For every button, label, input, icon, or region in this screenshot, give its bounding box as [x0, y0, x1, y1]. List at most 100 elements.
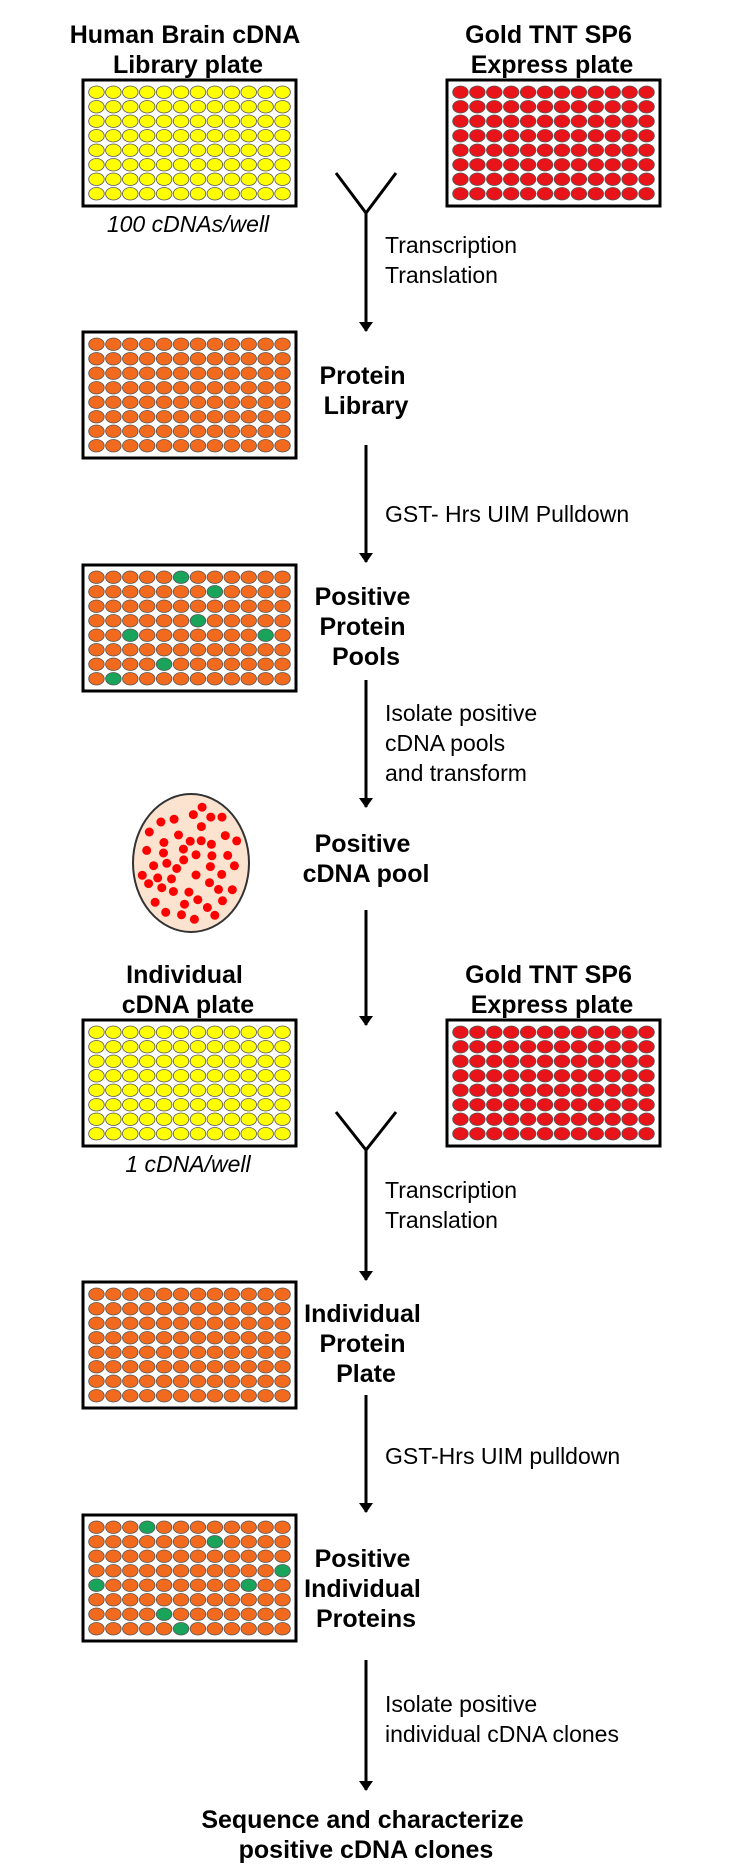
colony [229, 861, 239, 871]
well [105, 129, 122, 143]
well [604, 129, 621, 143]
well [155, 614, 173, 628]
well [189, 114, 207, 128]
well [122, 1520, 139, 1534]
well [621, 129, 638, 143]
well [122, 1374, 139, 1388]
well [452, 1098, 469, 1112]
well [621, 1098, 638, 1112]
well [223, 129, 240, 143]
well [257, 1316, 274, 1330]
well [274, 585, 291, 599]
well [503, 143, 520, 157]
well [604, 1054, 621, 1068]
well [223, 1360, 240, 1374]
well [139, 366, 156, 380]
well [519, 143, 537, 157]
well [223, 172, 240, 186]
well [240, 158, 257, 172]
well [452, 1040, 469, 1054]
well [604, 1127, 621, 1141]
well [274, 1607, 291, 1621]
colony [206, 812, 216, 822]
well [257, 114, 274, 128]
well [105, 1564, 122, 1578]
well [206, 614, 224, 628]
well [257, 657, 274, 671]
well [139, 129, 156, 143]
positive-well [240, 1578, 257, 1592]
well [189, 1302, 207, 1316]
well [172, 1593, 190, 1607]
well [88, 1287, 105, 1301]
well [105, 1127, 122, 1141]
well [587, 85, 604, 99]
well [536, 1112, 554, 1126]
well [223, 1025, 240, 1039]
well [122, 672, 139, 686]
well [88, 1622, 105, 1636]
positive-well [155, 1607, 173, 1621]
well [88, 585, 105, 599]
well [139, 570, 156, 584]
well [587, 129, 604, 143]
well [621, 1127, 638, 1141]
well [240, 352, 257, 366]
well [189, 337, 207, 351]
well [139, 599, 156, 613]
well [206, 1287, 224, 1301]
well [105, 1520, 122, 1534]
well [139, 643, 156, 657]
well [240, 570, 257, 584]
well [503, 129, 520, 143]
well [452, 1025, 469, 1039]
well [223, 1302, 240, 1316]
well [587, 100, 604, 114]
well [189, 172, 207, 186]
well [240, 1040, 257, 1054]
well [139, 1287, 156, 1301]
well [469, 129, 486, 143]
well [240, 1360, 257, 1374]
well [172, 395, 190, 409]
well [570, 114, 588, 128]
well [139, 337, 156, 351]
well [469, 1054, 486, 1068]
well [274, 628, 291, 642]
well [553, 1069, 571, 1083]
well [452, 1083, 469, 1097]
colony [220, 831, 230, 841]
well [122, 657, 139, 671]
well [139, 1549, 156, 1563]
well [105, 381, 122, 395]
well [223, 1287, 240, 1301]
well [240, 85, 257, 99]
well [257, 1607, 274, 1621]
well [223, 672, 240, 686]
well [257, 585, 274, 599]
well [503, 187, 520, 201]
well [122, 172, 139, 186]
well [139, 439, 156, 453]
well [88, 395, 105, 409]
well [122, 1389, 139, 1403]
well [223, 570, 240, 584]
plate-frame [81, 330, 298, 460]
well [274, 85, 291, 99]
well [553, 114, 571, 128]
well [240, 585, 257, 599]
well [570, 129, 588, 143]
well [139, 114, 156, 128]
well [257, 1098, 274, 1112]
well [452, 100, 469, 114]
colony [156, 817, 166, 827]
well [274, 395, 291, 409]
well [172, 1607, 190, 1621]
colony [153, 873, 163, 883]
colony [205, 878, 214, 888]
well [240, 424, 257, 438]
well [189, 381, 207, 395]
colony-group [137, 802, 242, 924]
well [155, 114, 173, 128]
well [240, 129, 257, 143]
